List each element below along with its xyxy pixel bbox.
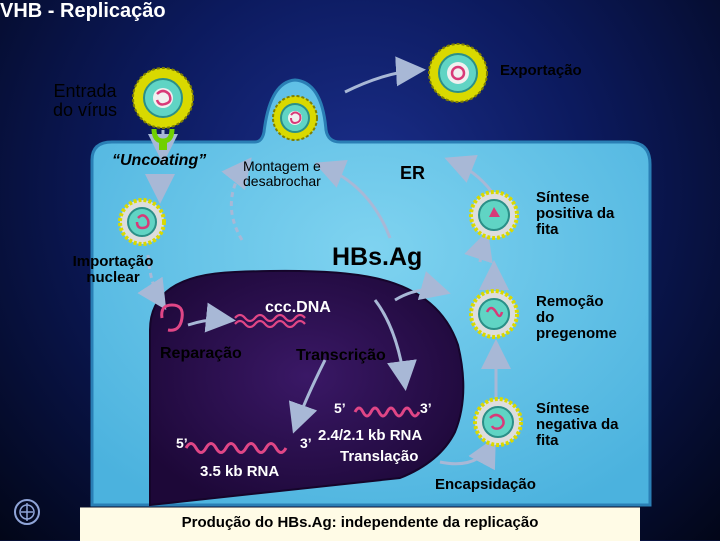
label-rna-35: 3.5 kb RNA xyxy=(200,463,280,480)
label-remocao-line1: Remoção xyxy=(536,293,604,310)
arrow-repair xyxy=(187,302,236,333)
arrow-transcricao-right xyxy=(373,299,417,391)
label-translacao: Translação xyxy=(340,448,419,465)
label-uncoating: “Uncoating” xyxy=(112,152,207,169)
rcdna-icon xyxy=(160,303,184,332)
virus-budding xyxy=(272,95,318,141)
label-5prime-a: 5’ xyxy=(334,400,346,416)
arrow-encaps xyxy=(439,436,496,471)
label-montagem: Montagem e desabrochar xyxy=(243,159,321,188)
footer-caption: Produção do HBs.Ag: independente da repl… xyxy=(181,514,539,531)
label-entrada-line1: Entrada xyxy=(53,81,117,101)
virus-entry xyxy=(132,67,194,129)
label-sintese-positiva-line1: Síntese xyxy=(536,189,590,206)
rna-35-wave xyxy=(184,442,288,454)
arrow-sintese-pos-up xyxy=(444,154,494,193)
arrow-er-curve xyxy=(314,159,392,239)
label-remocao-line2: do xyxy=(536,308,555,326)
label-sintese-negativa-line3: fita xyxy=(536,431,559,449)
label-sintese-negativa: Síntese negativa da fita xyxy=(536,401,619,448)
label-rna-24: 2.4/2.1 kb RNA xyxy=(318,427,423,444)
label-importacao-line1: Importação xyxy=(72,253,154,270)
label-montagem-line2: desabrochar xyxy=(243,172,321,189)
label-sintese-negativa-line1: Síntese xyxy=(536,400,590,417)
arrow-to-budding xyxy=(221,157,252,241)
label-importacao: Importação nuclear xyxy=(60,254,166,286)
label-er: ER xyxy=(400,163,426,183)
arrow-rna-translation xyxy=(394,271,451,302)
footer-box xyxy=(80,507,640,541)
label-sintese-negativa-line2: negativa da xyxy=(536,415,619,433)
label-encapsidacao: Encapsidação xyxy=(435,476,536,493)
label-exportacao: Exportação xyxy=(500,62,582,79)
virus-uncoating xyxy=(118,198,166,246)
label-remocao-line3: pregenome xyxy=(536,324,617,342)
label-3prime-b: 3’ xyxy=(300,435,312,451)
arrow-export xyxy=(344,56,426,94)
pathway-arrows xyxy=(137,56,511,471)
capsid-negative-synthesis xyxy=(473,397,523,447)
label-transcricao: Transcrição xyxy=(296,347,386,364)
institution-logo-icon xyxy=(14,499,40,525)
slide-title: VHB - Replicação xyxy=(0,0,166,22)
capsid-pregenome-removal xyxy=(469,289,519,339)
virus-exported xyxy=(428,43,488,103)
cccdna-icon xyxy=(234,313,306,329)
label-3prime-a: 3’ xyxy=(420,400,432,416)
arrow-import xyxy=(137,254,167,311)
receptor-icon xyxy=(151,128,175,150)
label-sintese-positiva: Síntese positiva da fita xyxy=(536,190,614,237)
label-sintese-positiva-line3: fita xyxy=(536,220,559,238)
label-cccdna: ccc.DNA xyxy=(265,299,331,316)
capsid-positive-synthesis xyxy=(469,190,519,240)
label-importacao-line2: nuclear xyxy=(86,268,140,286)
label-sintese-positiva-line2: positiva da xyxy=(536,204,615,222)
label-montagem-line1: Montagem e xyxy=(243,158,321,174)
label-5prime-b: 5’ xyxy=(176,435,188,451)
label-entrada: Entrada do vírus xyxy=(40,82,130,120)
arrow-transcricao-down xyxy=(288,359,327,434)
label-remocao: Remoção do pregenome xyxy=(536,294,617,341)
label-reparacao: Reparação xyxy=(160,345,242,362)
label-hbsag: HBs.Ag xyxy=(332,243,423,271)
label-entrada-line2: do vírus xyxy=(52,99,118,120)
rna-24-wave xyxy=(353,406,421,418)
arrow-to-sintese-pos xyxy=(464,230,493,264)
